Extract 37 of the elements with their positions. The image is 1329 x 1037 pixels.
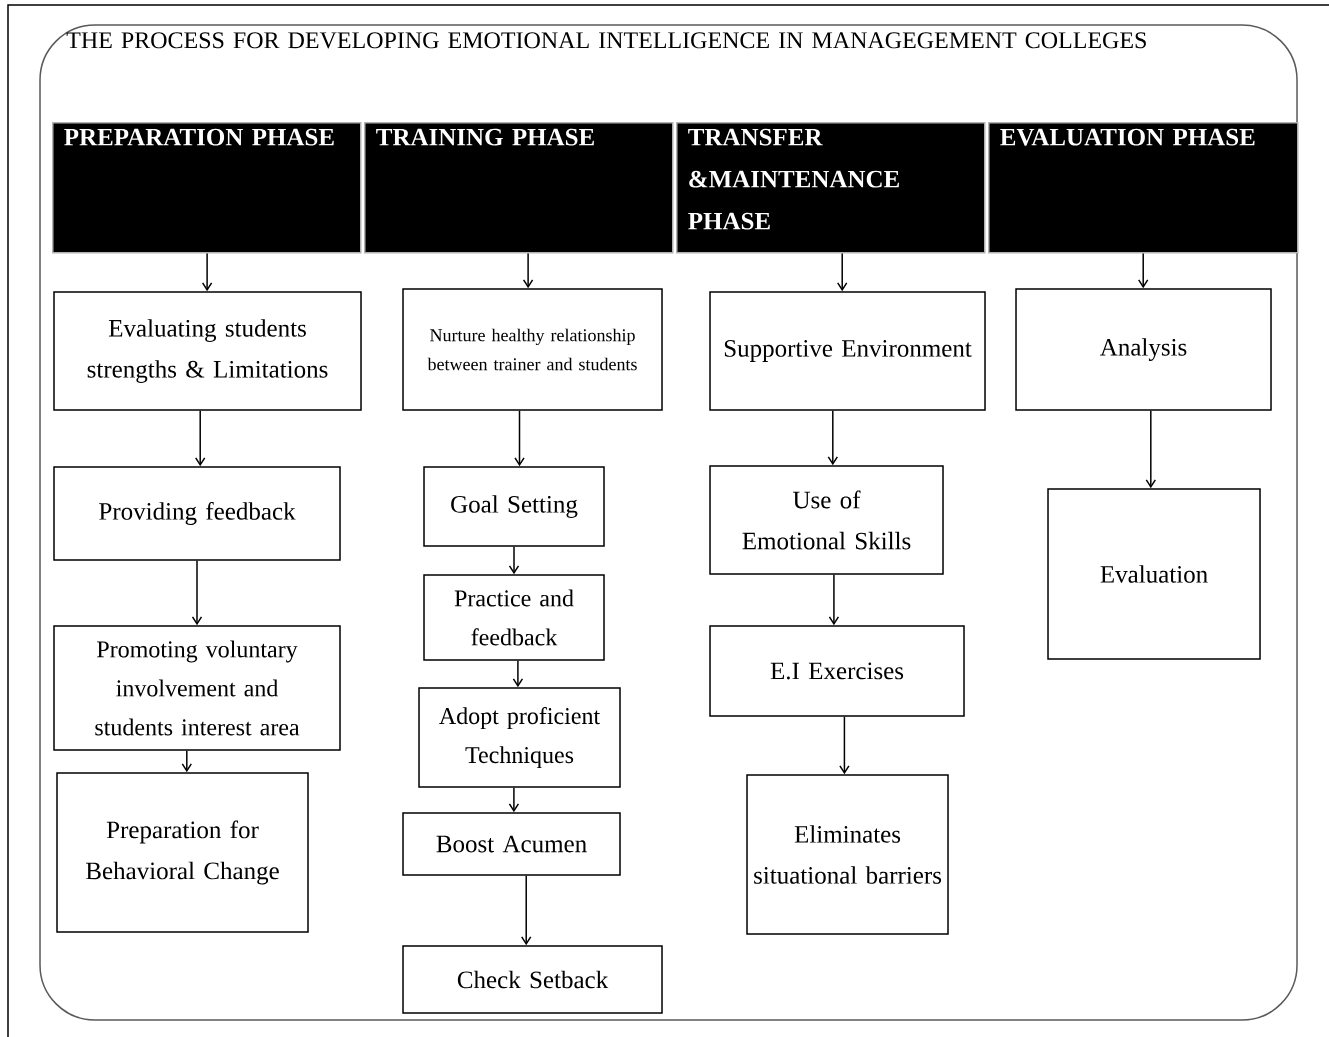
process-box: Promoting voluntary involvement and students interest area	[53, 625, 341, 751]
process-box: E.I Exercises	[709, 625, 965, 717]
arrow	[520, 875, 532, 946]
process-box: Practice and feedback	[423, 574, 605, 661]
process-box: Nurture healthy relationship between trainer and students	[402, 288, 663, 411]
arrow	[522, 252, 534, 289]
phase-header: TRAINING PHASE	[364, 122, 674, 254]
arrow	[181, 750, 193, 773]
process-box: Use of Emotional Skills	[709, 465, 944, 575]
process-box: Eliminates situational barriers	[746, 774, 949, 935]
process-box: Providing feedback	[53, 466, 341, 561]
arrow	[191, 560, 203, 626]
phase-header: TRANSFER &MAINTENANCE PHASE	[676, 122, 986, 254]
process-box: Supportive Environment	[709, 291, 986, 411]
process-box: Evaluating students strengths & Limitations	[53, 291, 362, 411]
process-box: Goal Setting	[423, 466, 605, 547]
process-box: Evaluation	[1047, 488, 1261, 660]
process-box: Boost Acumen	[402, 812, 621, 876]
title: THE PROCESS FOR DEVELOPING EMOTIONAL INTELLIGENCE IN MANAGEGEMENT COLLEGES	[66, 32, 1146, 49]
process-box: Check Setback	[402, 945, 663, 1014]
process-box: Preparation for Behavioral Change	[56, 772, 309, 933]
arrow	[201, 252, 213, 292]
process-box: Analysis	[1015, 288, 1272, 411]
arrow	[1145, 410, 1157, 489]
arrow	[514, 410, 525, 467]
arrow	[1137, 252, 1149, 289]
arrow	[512, 660, 524, 688]
process-box: Adopt proficient Techniques	[418, 687, 621, 788]
arrow	[828, 574, 840, 626]
arrow	[827, 410, 839, 466]
arrow	[508, 787, 520, 813]
arrow	[839, 716, 850, 775]
arrow	[194, 410, 206, 467]
phase-header: PREPARATION PHASE	[52, 122, 362, 254]
arrow	[836, 252, 848, 292]
phase-header: EVALUATION PHASE	[988, 122, 1299, 254]
arrow	[508, 546, 520, 575]
